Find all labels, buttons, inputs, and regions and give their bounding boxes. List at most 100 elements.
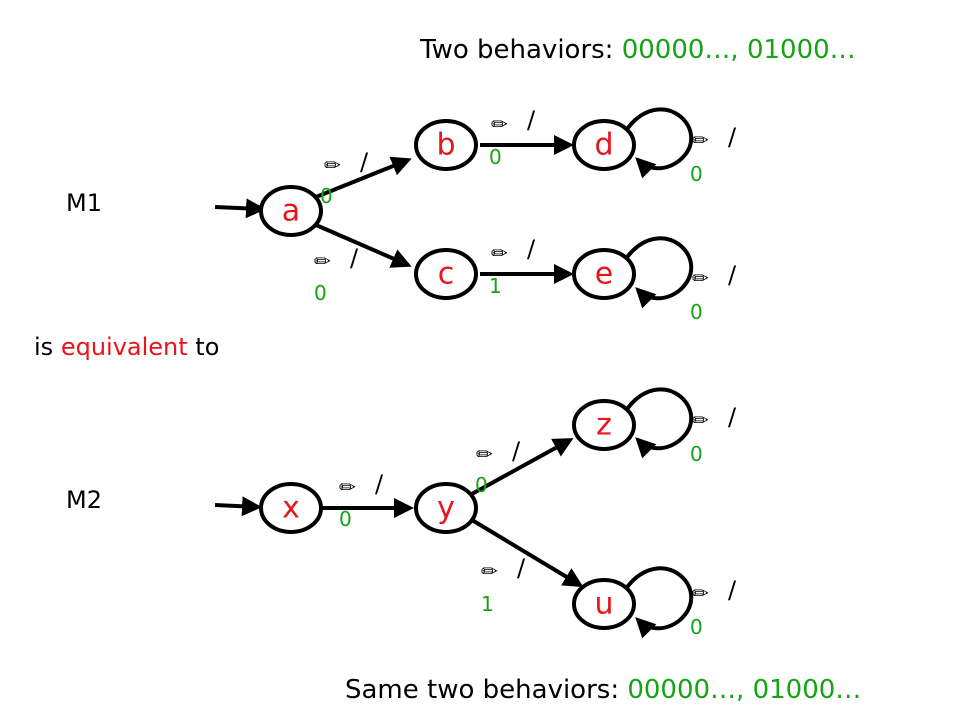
footer-behaviors: 00000…, 01000…	[627, 675, 861, 705]
label-y-u: ✏ / 1	[481, 554, 526, 616]
state-c-label: c	[438, 257, 455, 292]
pencil-icon: ✏	[339, 475, 356, 499]
state-d-circle	[572, 119, 636, 171]
state-y-label: y	[437, 491, 455, 526]
pencil-icon: ✏	[692, 408, 709, 432]
header-title: Two behaviors: 00000…, 01000…	[419, 35, 856, 65]
label-e-e: ✏ / 0	[690, 261, 737, 324]
m2-transition-labels: ✏ / 0 ✏ / 0 ✏ / 1 ✏ / 0 ✏ / 0	[339, 403, 737, 639]
pencil-icon: ✏	[692, 581, 709, 605]
equivalence-after: to	[195, 333, 219, 361]
state-b-label: b	[436, 128, 455, 163]
label-c-e-slash: /	[527, 235, 536, 263]
pencil-icon: ✏	[692, 128, 709, 152]
state-z-circle	[572, 399, 636, 451]
pencil-icon: ✏	[481, 559, 498, 583]
label-y-u-slash: /	[517, 554, 526, 582]
edge-e-e	[623, 236, 694, 309]
state-x-label: x	[282, 491, 300, 526]
header-behaviors: 00000…, 01000…	[622, 35, 856, 65]
edge-a-c	[315, 223, 412, 268]
state-z[interactable]: z	[572, 399, 636, 451]
state-u-circle	[572, 578, 636, 630]
state-e-circle	[572, 248, 636, 300]
label-u-u: ✏ / 0	[690, 576, 737, 639]
label-d-d-output: 0	[690, 162, 703, 186]
state-a-label: a	[282, 194, 300, 229]
edge-u-u	[623, 566, 694, 639]
m2-nodes: x y z u	[259, 399, 636, 630]
state-e-label: e	[595, 257, 613, 292]
machine-name-m2: M2	[66, 486, 102, 514]
label-e-e-output: 0	[690, 300, 703, 324]
header-prefix: Two behaviors:	[419, 35, 622, 65]
label-e-e-slash: /	[728, 261, 737, 289]
label-x-y-output: 0	[339, 507, 352, 531]
label-d-d: ✏ / 0	[690, 123, 737, 186]
pencil-icon: ✏	[314, 249, 331, 273]
label-d-d-slash: /	[728, 123, 737, 151]
label-y-z-slash: /	[512, 437, 521, 465]
label-y-u-output: 1	[481, 592, 494, 616]
edge-y-u	[470, 518, 584, 588]
pencil-icon: ✏	[476, 442, 493, 466]
m1-start-arrow	[214, 198, 266, 219]
edge-z-z	[623, 387, 694, 459]
pencil-icon: ✏	[491, 112, 508, 136]
label-z-z: ✏ / 0	[690, 403, 737, 466]
label-a-c-slash: /	[350, 244, 359, 272]
edge-a-b	[315, 156, 412, 199]
label-z-z-slash: /	[728, 403, 737, 431]
state-a-circle	[259, 185, 323, 237]
pencil-icon: ✏	[692, 266, 709, 290]
state-u[interactable]: u	[572, 578, 636, 630]
state-c[interactable]: c	[414, 248, 478, 300]
label-y-z-output: 0	[475, 473, 488, 497]
m1-nodes: a b c d e	[259, 119, 636, 300]
label-x-y-slash: /	[375, 470, 384, 498]
state-c-circle	[414, 248, 478, 300]
equivalence-statement: is equivalent to	[34, 333, 219, 361]
state-b[interactable]: b	[414, 119, 478, 171]
pencil-icon: ✏	[491, 241, 508, 265]
label-b-d: ✏ / 0	[489, 106, 536, 169]
m2-start-arrow	[214, 496, 262, 517]
label-x-y: ✏ / 0	[339, 470, 384, 531]
label-a-b-output: 0	[320, 184, 333, 208]
footer-prefix: Same two behaviors:	[345, 675, 627, 705]
state-a[interactable]: a	[259, 185, 323, 237]
state-y-circle	[414, 482, 478, 534]
state-d[interactable]: d	[572, 119, 636, 171]
footer-title: Same two behaviors: 00000…, 01000…	[345, 675, 861, 705]
m1-transition-labels: ✏ / 0 ✏ / 0 ✏ / 0 ✏ / 1 ✏ / 0 ✏ / 0	[314, 106, 737, 324]
label-a-b: ✏ / 0	[320, 148, 369, 208]
equivalence-highlight: equivalent	[61, 333, 188, 361]
state-e[interactable]: e	[572, 248, 636, 300]
state-x-circle	[259, 482, 323, 534]
label-z-z-output: 0	[690, 442, 703, 466]
state-x[interactable]: x	[259, 482, 323, 534]
pencil-icon: ✏	[324, 153, 341, 177]
m2-edges	[214, 387, 694, 639]
machine-name-m1: M1	[66, 189, 102, 217]
label-a-b-slash: /	[360, 148, 369, 176]
label-c-e: ✏ / 1	[489, 235, 536, 298]
state-u-label: u	[594, 587, 613, 622]
state-d-label: d	[594, 128, 613, 163]
label-a-c-output: 0	[314, 281, 327, 305]
edge-y-z	[469, 438, 574, 497]
label-y-z: ✏ / 0	[475, 437, 521, 497]
m1-edges	[214, 107, 694, 309]
edge-d-d	[623, 107, 694, 179]
label-u-u-slash: /	[728, 576, 737, 604]
state-b-circle	[414, 119, 478, 171]
label-a-c: ✏ / 0	[314, 244, 359, 305]
equivalence-before: is	[34, 333, 61, 361]
state-z-label: z	[596, 408, 612, 443]
label-u-u-output: 0	[690, 615, 703, 639]
label-b-d-slash: /	[527, 106, 536, 134]
state-y[interactable]: y	[414, 482, 478, 534]
label-b-d-output: 0	[489, 145, 502, 169]
label-c-e-output: 1	[489, 274, 502, 298]
